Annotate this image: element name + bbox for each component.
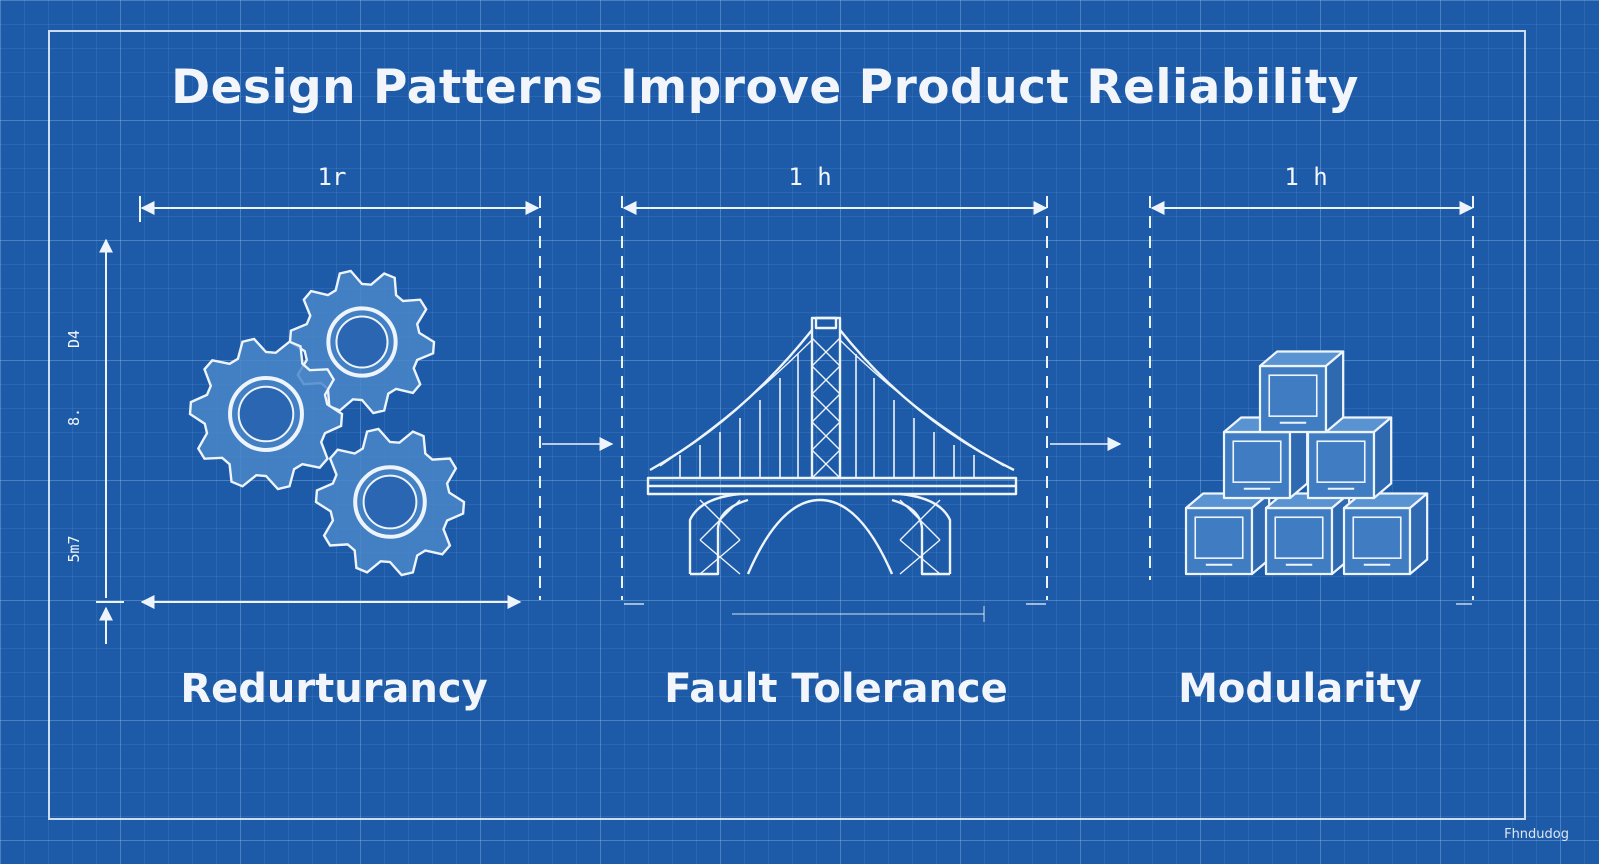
caption-fault-tolerance: Fault Tolerance (664, 666, 1008, 712)
blueprint-frame (48, 30, 1526, 820)
page-title: Design Patterns Improve Product Reliabil… (171, 60, 1359, 115)
signature: Fhndudog (1504, 827, 1569, 842)
dimension-label-3: 1 h (1284, 163, 1328, 191)
module-cube-top (1258, 350, 1345, 434)
caption-redundancy: Redurturancy (180, 666, 488, 712)
modules-icon (1184, 350, 1429, 576)
module-cube-bottom-middle (1264, 492, 1351, 576)
gears-icon (188, 269, 466, 577)
dimension-label-1: 1r (317, 163, 347, 191)
caption-modularity: Modularity (1178, 666, 1422, 712)
module-cube-bottom-left (1184, 492, 1271, 576)
bridge-icon (646, 316, 1018, 576)
dimension-lines (96, 196, 1474, 644)
module-cube-bottom-right (1342, 492, 1429, 576)
gear-bottom-icon (314, 427, 466, 577)
gear-left-icon (188, 337, 344, 491)
dimension-label-2: 1 h (788, 163, 832, 191)
